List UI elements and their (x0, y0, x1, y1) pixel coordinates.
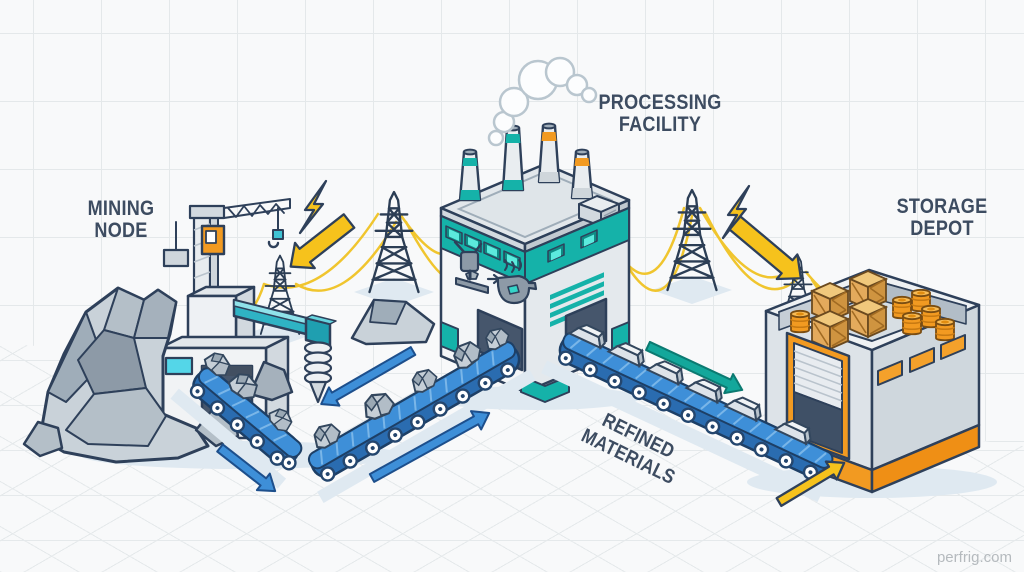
flow-arrow-icon (216, 443, 277, 493)
flow-arrow-icon (368, 410, 491, 483)
crucible-icon (496, 259, 538, 305)
flow-arrow-icon (728, 215, 803, 281)
lightning-icon (721, 184, 751, 240)
depot-windows (877, 334, 966, 386)
conveyor-icon (541, 318, 834, 503)
drill-icon (232, 298, 337, 404)
depot-base (870, 423, 981, 494)
storage-depot-label: STORAGE DEPOT (896, 195, 988, 240)
flow-arrow-icon (320, 346, 417, 407)
barrel-icon (935, 317, 955, 342)
flow-arrow-icon (289, 213, 356, 270)
ore-conveyor-group (170, 323, 536, 503)
crusher-icon (453, 240, 489, 294)
flow-arrow-icon (775, 460, 846, 508)
conveyor-icon (307, 323, 536, 503)
lightning-icon (298, 179, 328, 235)
barrel-icon (902, 311, 922, 336)
processing-facility-label: PROCESSING FACILITY (598, 91, 722, 136)
watermark: perfrig.com (936, 549, 1012, 566)
crate-icon (849, 298, 887, 338)
smoke-icon (487, 56, 598, 147)
window-glow (445, 225, 598, 270)
refined-conveyor-group (541, 318, 846, 508)
flow-arrow-icon (645, 340, 744, 395)
mining-node-label: MINING NODE (87, 197, 155, 242)
facility-window-band (440, 207, 630, 285)
smokestack-icon (458, 122, 594, 202)
conveyor-icon (170, 347, 303, 489)
power-flow-annotations (289, 179, 803, 281)
barrel-icon (790, 309, 810, 334)
